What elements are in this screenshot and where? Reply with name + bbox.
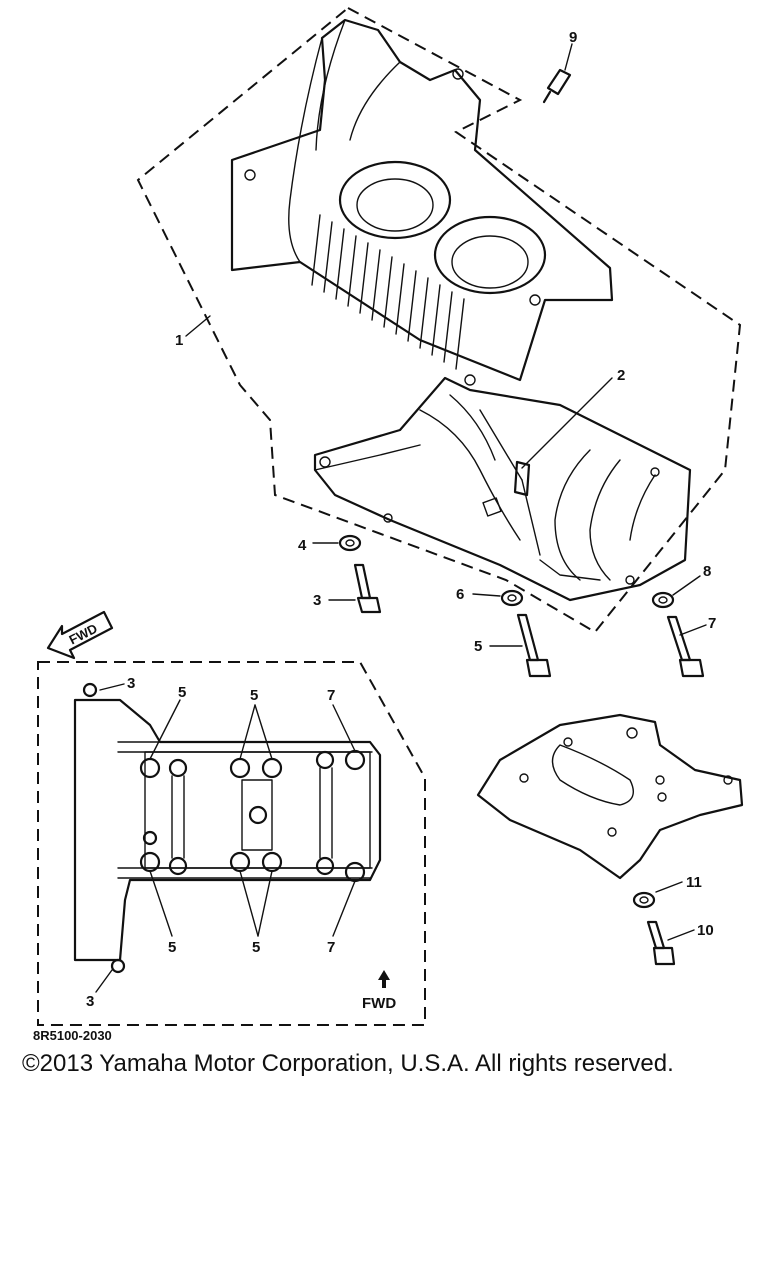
- inset-callout-3-bottom: 3: [86, 993, 94, 1010]
- callout-9: 9: [569, 29, 577, 46]
- assembly-boundary: [136, 6, 742, 634]
- washer-part-6: [472, 589, 524, 607]
- fitting-part-9: [542, 43, 573, 104]
- callout-10: 10: [697, 922, 714, 939]
- callout-1: 1: [175, 332, 183, 349]
- inset-callout-7-bottom: 7: [327, 939, 335, 956]
- callout-3: 3: [313, 592, 321, 609]
- washer-part-4: [312, 534, 362, 552]
- callout-7: 7: [708, 615, 716, 632]
- callout-8: 8: [703, 563, 711, 580]
- copyright-notice: ©2013 Yamaha Motor Corporation, U.S.A. A…: [22, 1050, 674, 1077]
- bolt-part-5: [489, 613, 552, 678]
- mount-bracket: [476, 713, 744, 880]
- inset-boundary: [37, 661, 426, 1026]
- callout-11: 11: [686, 874, 702, 891]
- inset-callout-3-top: 3: [127, 675, 135, 692]
- bolt-part-10: [646, 920, 695, 966]
- inset-bottom-view: [73, 682, 390, 993]
- upper-crankcase: [230, 18, 614, 386]
- callout-5: 5: [474, 638, 482, 655]
- inset-callout-5-left: 5: [178, 684, 186, 701]
- callout-6: 6: [456, 586, 464, 603]
- lower-crankcase: [313, 376, 692, 602]
- dowel-pin-part-2: [479, 377, 613, 556]
- fwd-label: FWD: [362, 995, 396, 1012]
- inset-callout-5-center: 5: [250, 687, 258, 704]
- inset-callout-5-bottom-center: 5: [252, 939, 260, 956]
- washer-part-8: [651, 575, 701, 609]
- crankcase-exploded-view: FWD: [33, 6, 744, 1040]
- fwd-up-arrow-icon: [378, 970, 390, 988]
- inset-callout-7-top: 7: [327, 687, 335, 704]
- washer-part-11: [632, 881, 683, 909]
- callout-4: 4: [298, 537, 307, 554]
- inset-callout-5-bottom-left: 5: [168, 939, 176, 956]
- bolt-part-7: [666, 615, 707, 678]
- fwd-arrow-indicator: FWD: [46, 610, 114, 660]
- drawing-code: 8R5100-2030: [33, 1028, 112, 1040]
- callout-2: 2: [617, 367, 625, 384]
- bolt-part-3: [328, 563, 382, 614]
